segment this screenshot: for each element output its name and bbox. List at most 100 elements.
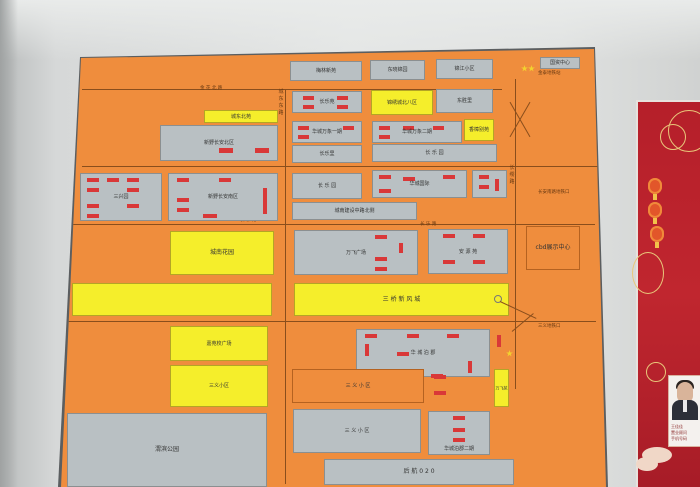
block-gray: 城南建设中路北侧 [292, 202, 417, 220]
block-label: 长 乐 园 [317, 183, 337, 189]
block-yellow-chengnan: 城南花园 [170, 231, 274, 275]
building [87, 188, 99, 192]
building [379, 189, 391, 193]
lantern-icon [648, 178, 662, 200]
block-label: 东晓锦园 [387, 67, 408, 73]
gold-swirl-decoration [660, 124, 686, 150]
block-yellow-xiangyan: 香樟别苑 [464, 119, 494, 141]
block-label: 锦江小区 [454, 66, 475, 72]
building [365, 344, 369, 356]
building [495, 179, 499, 191]
building [397, 352, 409, 356]
block-label: 华城泊郡二期 [443, 446, 474, 452]
block-yellow-west [72, 283, 272, 316]
building [434, 391, 446, 395]
block-gray: 长乐里 [292, 145, 362, 163]
building [303, 105, 314, 109]
star-marker-icon [528, 65, 535, 72]
gold-swirl-decoration [632, 252, 664, 294]
block-top-3: 锦江小区 [436, 59, 493, 79]
block-label: 华城万象二期 [401, 129, 432, 135]
block-top-4: 国资中心 [540, 57, 580, 69]
block-yellow-sanxia: 三 桥 新 风 城 [294, 283, 509, 316]
star-marker-icon [521, 65, 528, 72]
building [379, 126, 390, 130]
metro-label: 三义地铁口 [538, 324, 561, 329]
building [177, 178, 189, 182]
block-label: 三义小区 [208, 383, 229, 389]
block-label: 安 源 苑 [458, 248, 478, 255]
building [375, 235, 387, 239]
block-gray-huacheng-3: 华 城 泊 郡 [356, 329, 490, 378]
block-label: 东胜里 [456, 98, 472, 104]
wall-shadow [0, 0, 18, 487]
building [479, 175, 489, 179]
block-yellow-sanjiao: 三义小区 [170, 365, 268, 407]
building [468, 361, 472, 373]
agent-face [677, 382, 693, 402]
road-line [82, 166, 602, 167]
building [443, 175, 455, 179]
block-label: 嘉苑校广场 [206, 340, 232, 347]
block-label: 后 航 0 2 0 [403, 468, 435, 475]
building [255, 148, 269, 153]
building [379, 135, 390, 139]
block-gray: 长 乐 园 [372, 144, 497, 162]
block-gray-huacheng-1: 华城万象一期 [292, 121, 362, 143]
block-label: 新野长安南区 [207, 194, 238, 200]
block-gray-sanjia: 三兴园 [80, 173, 162, 221]
agent-name: 王佳佳 [671, 424, 683, 429]
building [453, 416, 465, 420]
building [219, 178, 231, 182]
block-label: 长乐苑 [319, 99, 335, 105]
metro-label: 金泰地铁站 [538, 71, 561, 76]
block-label: 万飞苑 [495, 385, 508, 391]
block-label: 城南花园 [209, 249, 234, 256]
block-top-1: 梅林新苑 [290, 61, 362, 81]
building [263, 188, 267, 214]
block-gray-bottom: 后 航 0 2 0 [324, 459, 514, 485]
building [87, 214, 99, 218]
metro-label: 长安南路地铁口 [538, 190, 570, 195]
block-label: 华 城 泊 郡 [410, 350, 436, 356]
block-label: 锦绣城北八区 [386, 99, 417, 106]
block-gray-xinhe-dong: 新野长安南区 [168, 173, 278, 221]
block-gray [472, 170, 507, 198]
building [127, 204, 139, 208]
building [375, 257, 387, 261]
block-gray-anshang: 安 源 苑 [428, 229, 508, 274]
building [87, 178, 99, 182]
block-label: 华城万象一期 [311, 129, 342, 135]
agent-shirt [683, 400, 687, 412]
block-label: 国资中心 [549, 60, 570, 66]
building [298, 135, 309, 139]
block-gray: 东胜里 [436, 89, 493, 113]
building [473, 260, 485, 264]
building [337, 96, 348, 100]
building [453, 428, 465, 432]
firework-decoration [646, 362, 666, 382]
building [303, 96, 314, 100]
road-label: 长 缨 路 [509, 165, 515, 185]
community-map: 梅林新苑 东晓锦园 锦江小区 国资中心 金泰地铁站 金 花 北 路 城 东 东 … [61, 49, 606, 487]
road-label: 城 东 东 路 [278, 89, 284, 116]
block-gray-huacheng-2: 华城泊郡二期 [428, 411, 490, 455]
block-gray-wanfei: 万飞广场 [294, 230, 418, 275]
building [379, 175, 391, 179]
block-label: 长 乐 园 [425, 150, 444, 156]
location-pin-icon [494, 295, 502, 303]
block-orange-sanyi: 三 义 小 区 [292, 369, 424, 403]
block-gray-huacheng-guoji: 华城国际 [372, 170, 467, 198]
block-label: 梅林新苑 [315, 68, 336, 74]
road-line [82, 89, 502, 90]
cloud-decoration [636, 457, 658, 471]
block-yellow-kaiyuan: 嘉苑校广场 [170, 326, 268, 361]
building [298, 126, 309, 130]
block-label: 渭滨公园 [154, 446, 179, 453]
block-gray: 长 乐 园 [292, 173, 362, 199]
block-label: 万飞广场 [345, 249, 366, 256]
agent-photo-card: 王佳佳 置业顾问 手机号码 [668, 375, 700, 447]
building [127, 188, 139, 192]
block-gray-jingnan-park: 渭滨公园 [67, 413, 267, 487]
building [203, 214, 217, 218]
